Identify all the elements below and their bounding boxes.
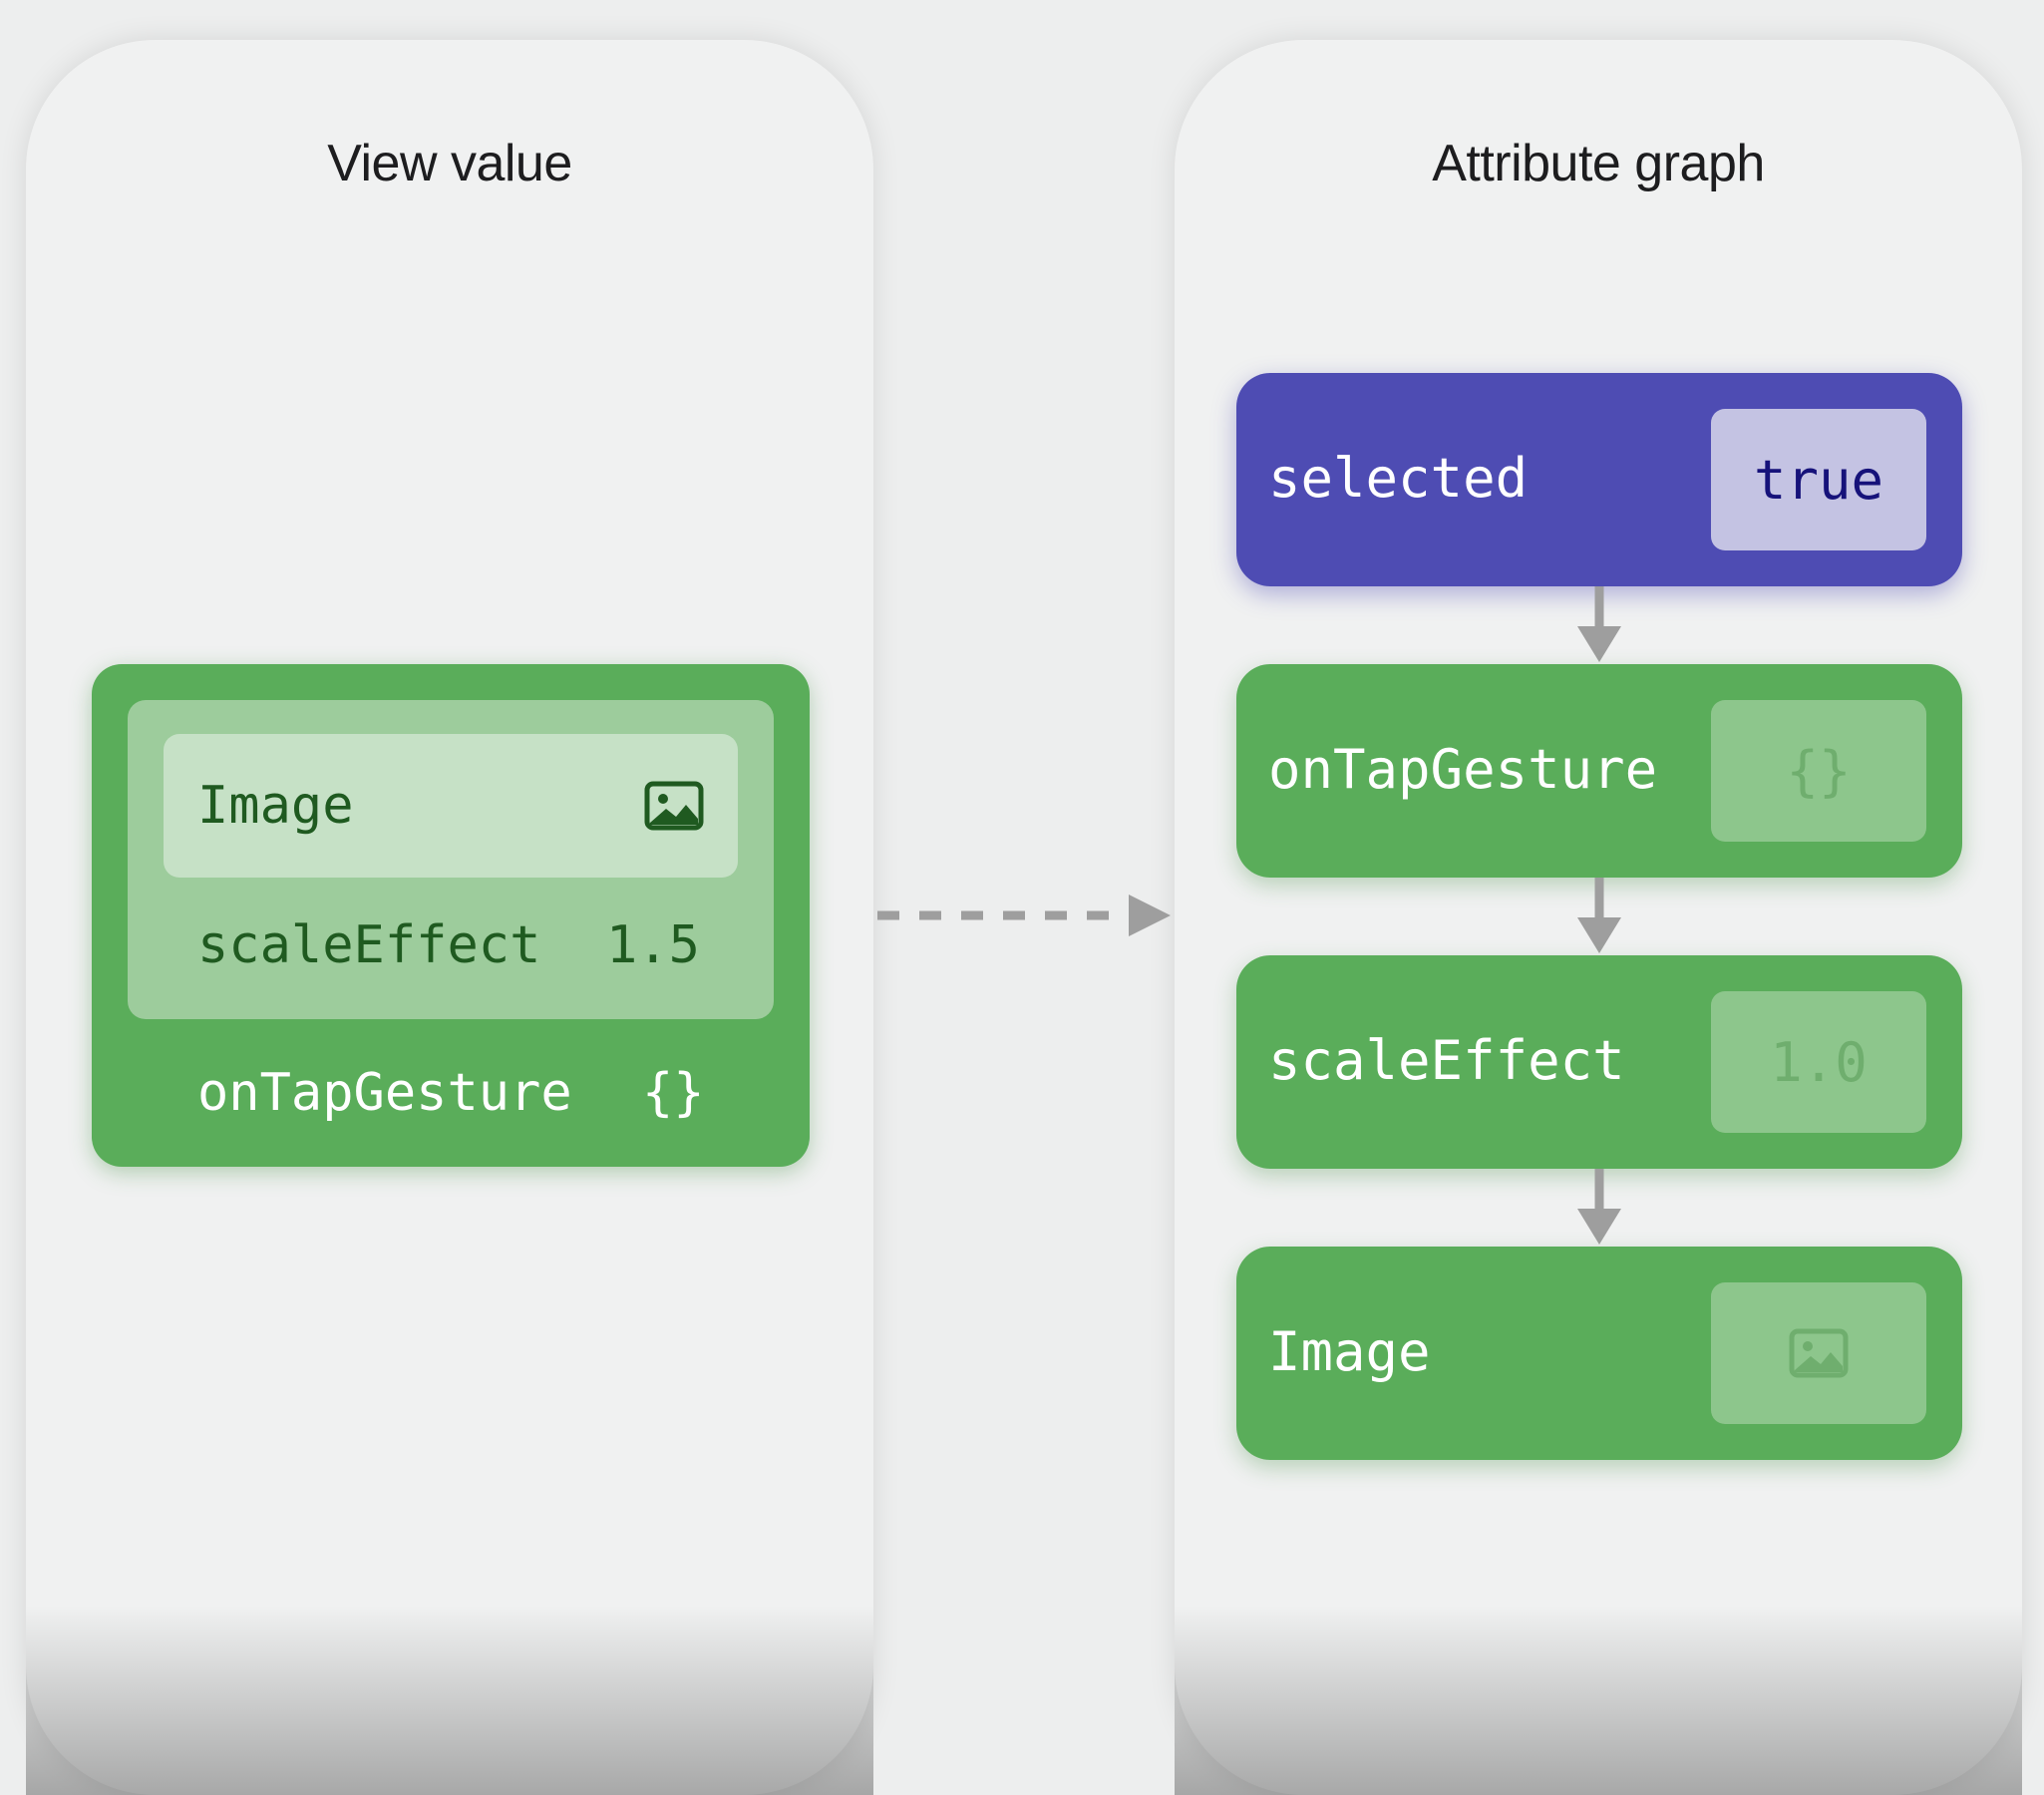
- node-value: true: [1753, 448, 1884, 512]
- node-label: Image: [1268, 1320, 1431, 1383]
- graph-node-image: Image: [1236, 1247, 1962, 1460]
- graph-arrow-2: [1577, 878, 1621, 953]
- image-container: Image: [164, 734, 738, 878]
- node-value-box: true: [1711, 409, 1926, 550]
- node-value-box: 1.0: [1711, 991, 1926, 1133]
- node-value-box: [1711, 1282, 1926, 1424]
- attribute-graph-title: Attribute graph: [1432, 135, 1765, 192]
- scale-effect-container: Image scaleEffect 1.5: [128, 700, 774, 1019]
- node-label: selected: [1268, 447, 1529, 510]
- node-label: onTapGesture: [1268, 738, 1658, 801]
- photo-icon: [1789, 1328, 1849, 1378]
- graph-node-scale-effect: scaleEffect 1.0: [1236, 955, 1962, 1169]
- transition-arrow: [877, 895, 1171, 936]
- node-label: scaleEffect: [1268, 1029, 1625, 1092]
- photo-icon: [644, 781, 704, 831]
- graph-arrow-1: [1577, 586, 1621, 662]
- view-value-title: View value: [327, 135, 572, 192]
- scale-effect-value: 1.5: [606, 915, 700, 975]
- on-tap-gesture-value: {}: [642, 1063, 705, 1123]
- node-value-box: {}: [1711, 700, 1926, 842]
- graph-arrow-3: [1577, 1169, 1621, 1245]
- node-value: 1.0: [1770, 1030, 1868, 1094]
- on-tap-gesture-label: onTapGesture: [197, 1063, 572, 1123]
- image-label: Image: [197, 776, 354, 836]
- graph-node-on-tap-gesture: onTapGesture {}: [1236, 664, 1962, 878]
- graph-node-selected: selected true: [1236, 373, 1962, 586]
- scale-effect-label: scaleEffect: [197, 915, 541, 975]
- node-value: {}: [1786, 739, 1852, 803]
- view-value-box: Image scaleEffect 1.5 onTapGesture {}: [92, 664, 810, 1167]
